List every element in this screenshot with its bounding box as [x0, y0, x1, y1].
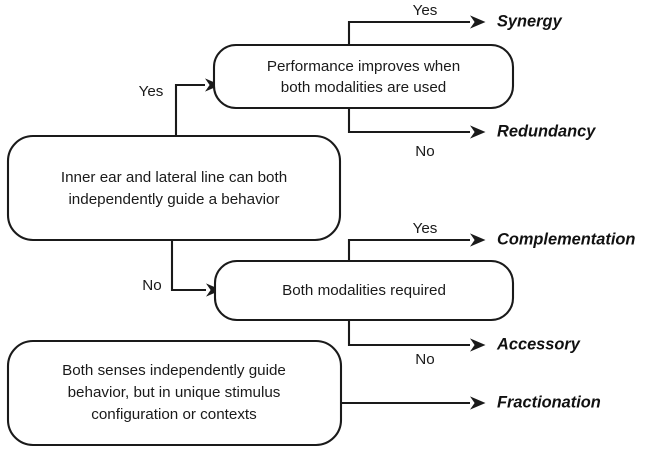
both-senses-unique-stimulus-node-line-3: configuration or contexts — [91, 406, 257, 423]
arrowhead-synergy — [470, 15, 486, 29]
outcome-fractionation: Fractionation — [497, 393, 601, 411]
outcome-synergy: Synergy — [497, 12, 563, 30]
both-senses-unique-stimulus-node-line-1: Both senses independently guide — [62, 362, 286, 379]
connector-required-yes-complementation — [347, 238, 470, 261]
performance-improves-node-line-2: both modalities are used — [281, 79, 446, 96]
connector-required-no-accessory — [347, 320, 470, 347]
both-senses-unique-stimulus-node[interactable] — [6, 339, 343, 447]
branch-label-yes-complementation: Yes — [413, 220, 438, 237]
both-modalities-required-node[interactable] — [213, 259, 515, 322]
branch-label-yes-root: Yes — [139, 83, 164, 100]
both-senses-unique-stimulus-node-line-2: behavior, but in unique stimulus — [68, 384, 281, 401]
branch-label-yes-synergy: Yes — [413, 2, 438, 19]
connector-root-to-required — [170, 240, 206, 292]
branch-label-no-accessory: No — [415, 351, 434, 368]
outcome-redundancy: Redundancy — [497, 122, 596, 140]
branch-label-no-root: No — [142, 277, 161, 294]
arrowhead-fractionation — [470, 396, 486, 410]
branch-label-no-redundancy: No — [415, 143, 434, 160]
inner-ear-lateral-line-node-line-2: independently guide a behavior — [68, 191, 279, 208]
both-modalities-required-node-line-1: Both modalities required — [282, 282, 446, 299]
inner-ear-lateral-line-node-line-1: Inner ear and lateral line can both — [61, 169, 287, 186]
arrowhead-accessory — [470, 338, 486, 352]
outcome-accessory: Accessory — [496, 335, 581, 353]
connector-performance-no-redundancy — [347, 108, 470, 134]
outcome-complementation: Complementation — [497, 230, 635, 248]
inner-ear-lateral-line-node[interactable] — [6, 134, 342, 242]
connector-root-to-performance — [174, 83, 205, 136]
performance-improves-node[interactable] — [212, 43, 515, 110]
performance-improves-node-line-1: Performance improves when — [267, 58, 460, 75]
connector-performance-yes-synergy — [347, 20, 470, 45]
arrowhead-complementation — [470, 233, 486, 247]
arrowhead-redundancy — [470, 125, 486, 139]
